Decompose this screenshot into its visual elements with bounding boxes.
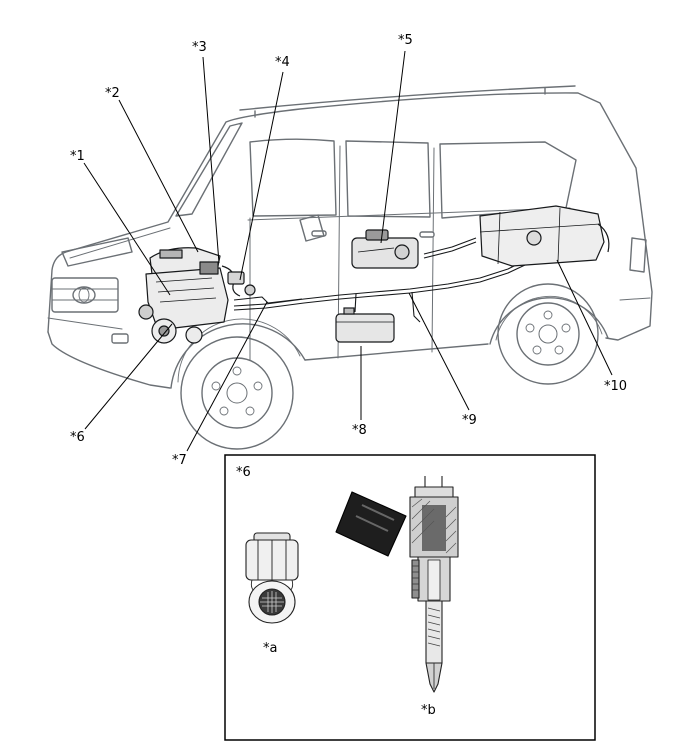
side-mirror	[299, 214, 325, 242]
rocker-line	[304, 343, 489, 361]
rear-wheel	[497, 283, 599, 385]
callout-1: *1	[70, 149, 171, 296]
tank-service-hole	[526, 230, 542, 246]
front-tire	[180, 336, 294, 450]
brand-emblem-inner	[78, 287, 90, 303]
engine-block	[145, 267, 229, 331]
pump-connector	[365, 229, 389, 241]
rear-bumper-crease	[619, 297, 651, 301]
front-door-window	[249, 138, 337, 217]
fuel-pump-assembly	[351, 229, 419, 269]
rear-door-handle	[419, 231, 435, 238]
body-outline	[47, 92, 653, 341]
bumper-crease	[47, 317, 123, 330]
taillight	[629, 237, 647, 273]
callout-label-7: *7	[172, 453, 187, 468]
grille	[51, 277, 119, 313]
callout-6: *6	[70, 323, 173, 445]
rear-door-line	[431, 147, 435, 353]
injector-section-view	[335, 476, 459, 693]
callout-label-9: *9	[462, 413, 477, 428]
callout-label-1: *1	[70, 149, 85, 164]
callout-9: *9	[408, 292, 477, 428]
fuel-tank	[479, 205, 610, 267]
callout-8: *8	[352, 346, 367, 438]
roof-rail	[239, 85, 576, 111]
callout-label-3: *3	[192, 40, 207, 55]
front-wheel-arch-inner	[177, 318, 301, 383]
front-lower-body	[47, 331, 171, 389]
callout-label-8: *8	[352, 423, 367, 438]
charcoal-canister	[335, 307, 395, 343]
fog-light	[111, 333, 129, 344]
front-rim	[201, 357, 273, 429]
callout-5: *5	[380, 33, 413, 244]
brand-emblem	[72, 286, 96, 304]
canister-port	[343, 307, 355, 315]
idler-pulley	[185, 326, 203, 344]
inset-part-label-a: *a	[263, 641, 277, 656]
rear-tire	[497, 283, 599, 385]
callout-label-5: *5	[398, 33, 413, 48]
injector-exterior-view	[245, 532, 299, 624]
engine-top-part	[159, 249, 183, 259]
rear-door-window	[345, 140, 431, 218]
rear-rim	[516, 302, 580, 366]
engine-assembly	[138, 247, 256, 344]
callout-3: *3	[192, 40, 220, 264]
throttle-body	[227, 271, 245, 285]
injector-connector	[335, 491, 407, 557]
pump-port	[394, 244, 410, 260]
inset-title: *6	[236, 465, 251, 480]
callouts: *1 *2 *3 *4 *5 *6	[70, 33, 627, 468]
callout-7: *7	[172, 301, 268, 468]
front-wheel	[180, 336, 294, 450]
callout-label-6: *6	[70, 430, 85, 445]
callout-label-2: *2	[105, 86, 120, 101]
hood-line	[69, 227, 171, 259]
windshield	[175, 122, 243, 217]
front-wheel-arch	[170, 323, 306, 389]
front-hub	[226, 382, 248, 404]
inset-detail: *6 *a	[224, 454, 596, 741]
callout-10: *10	[556, 259, 627, 394]
fuel-lines	[233, 237, 526, 323]
injector-spring	[427, 607, 441, 647]
headlight	[61, 237, 133, 267]
alternator	[138, 304, 154, 320]
roof-rail-feet	[254, 87, 546, 118]
rear-wheel-arch-inner	[495, 295, 603, 341]
rear-hub	[538, 324, 558, 344]
vehicle-body	[47, 85, 653, 389]
canister-branch	[354, 293, 357, 313]
pipe-fitting	[244, 284, 256, 296]
inset-part-label-b: *b	[421, 703, 436, 718]
grille-bars	[51, 288, 119, 301]
callout-4: *4	[239, 55, 290, 281]
callout-label-10: *10	[604, 379, 627, 394]
callout-2: *2	[105, 86, 199, 253]
filler-pipe	[597, 223, 610, 253]
callout-label-4: *4	[275, 55, 290, 70]
quarter-window	[439, 141, 577, 219]
ignition-coil	[199, 261, 219, 275]
tank-straps	[497, 207, 561, 265]
